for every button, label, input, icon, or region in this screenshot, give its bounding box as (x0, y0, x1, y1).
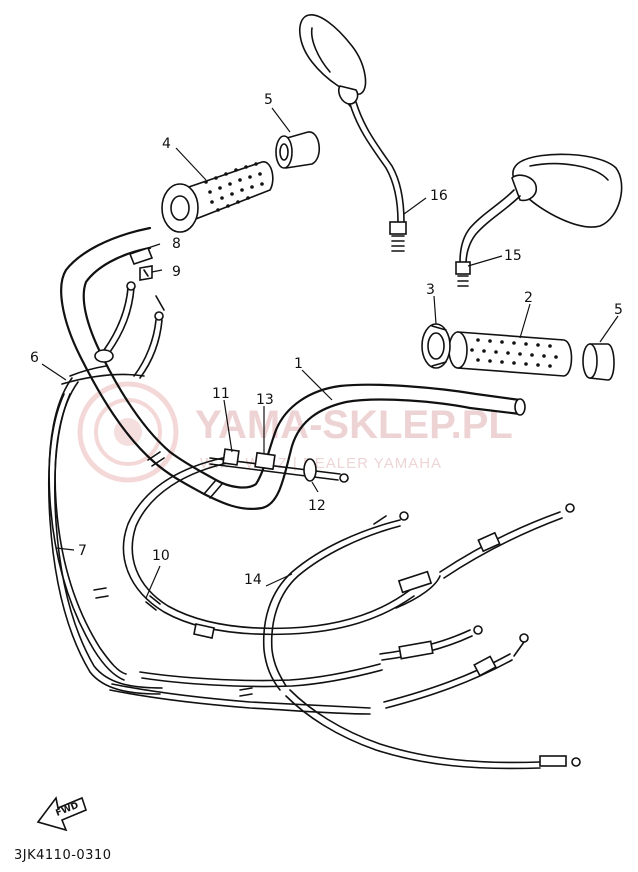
part-cables-right (379, 503, 575, 709)
callout-12: 12 (308, 498, 326, 514)
part-grip-end-right (582, 343, 615, 381)
part-mirror-left (299, 14, 407, 252)
part-switch-leads (61, 281, 165, 385)
callout-8: 8 (172, 236, 181, 252)
callout-11: 11 (212, 386, 230, 402)
callout-4: 4 (162, 136, 171, 152)
watermark-brand: YAMA-SKLEP.PL (195, 403, 513, 447)
callout-2: 2 (524, 290, 533, 306)
callout-15: 15 (504, 248, 522, 264)
fwd-arrow-icon: FWD (36, 796, 87, 832)
part-cable-7 (48, 393, 163, 695)
catalog-code: 3JK4110-0310 (14, 848, 112, 863)
callout-leaders (41, 107, 619, 599)
part-grip-end-left (275, 131, 320, 169)
grip-texture (204, 162, 264, 212)
watermark: YAMA-SKLEP.PL W... / WICZ | DEALER YAMAH… (77, 381, 513, 483)
callout-1: 1 (294, 356, 303, 372)
callout-16: 16 (430, 188, 448, 204)
grip-right-texture (470, 338, 558, 368)
callout-6: 6 (30, 350, 39, 366)
callout-7: 7 (78, 543, 87, 559)
part-screw-bolt (128, 247, 154, 281)
part-throttle-grip (161, 161, 274, 233)
callout-9: 9 (172, 264, 181, 280)
part-cable-14 (262, 511, 409, 691)
callout-3: 3 (426, 282, 435, 298)
part-cable-10 (122, 455, 415, 639)
watermark-logo (77, 381, 179, 483)
part-cables-lower (109, 663, 581, 770)
part-grip-right (448, 331, 573, 377)
callout-5-left: 5 (264, 92, 273, 108)
callout-14: 14 (244, 572, 262, 588)
part-collar (421, 323, 451, 369)
part-mirror-right (455, 153, 623, 287)
callout-5-right: 5 (614, 302, 623, 318)
part-cable-adjuster (209, 448, 349, 483)
callout-numbers: 4 5 8 9 6 7 10 11 13 12 14 1 16 15 3 2 5 (30, 92, 623, 588)
part-handlebar (60, 226, 526, 510)
callout-10: 10 (152, 548, 170, 564)
callout-13: 13 (256, 392, 274, 408)
